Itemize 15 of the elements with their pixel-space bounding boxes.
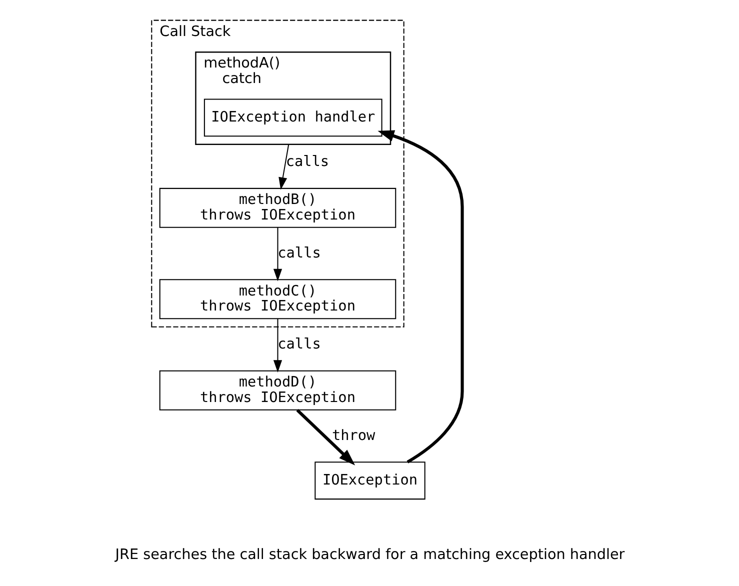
- node-box: methodC() throws IOException: [158, 279, 396, 320]
- node-label: JRE searches the call stack backward for a matching exception handler: [114, 547, 624, 564]
- arrow: [377, 130, 464, 464]
- edge-label: calls: [277, 245, 320, 262]
- node-box: IOException handler: [203, 98, 382, 137]
- arrow: [278, 144, 289, 190]
- node-box: methodB() throws IOException: [158, 188, 396, 228]
- edge-label: calls: [285, 154, 329, 170]
- arrow: [296, 409, 355, 466]
- edge-label: calls: [277, 336, 320, 353]
- node-box: IOException: [314, 462, 425, 500]
- arrow: [272, 318, 282, 372]
- arrow: [272, 227, 282, 282]
- edge-label: throw: [332, 428, 375, 444]
- node-box: methodD() throws IOException: [158, 370, 396, 410]
